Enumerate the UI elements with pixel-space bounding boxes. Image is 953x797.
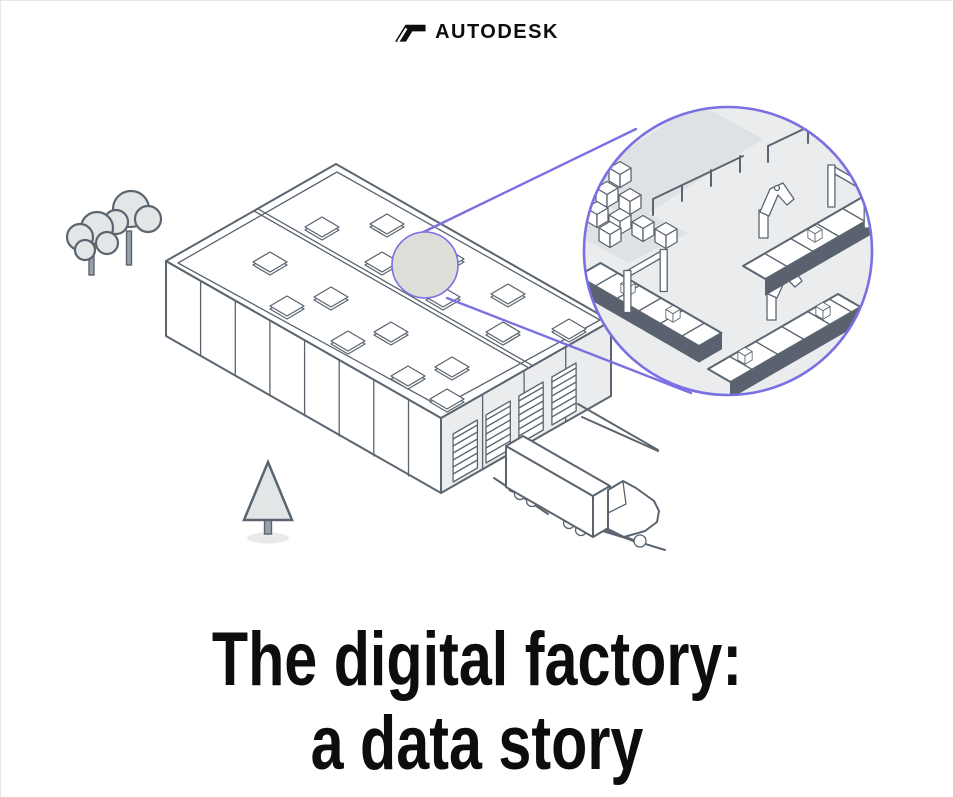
warehouse-building [165, 163, 612, 494]
gantry-frame [623, 248, 668, 314]
truck-cab [607, 480, 660, 538]
dock-doors [452, 362, 577, 483]
ground-lines [493, 403, 666, 551]
conveyor-belt [584, 262, 723, 363]
page-title: The digital factory: a data story [106, 618, 849, 786]
detail-magnifier [582, 105, 874, 397]
conveyor-belt [707, 293, 862, 395]
header-logo: AUTODESK [1, 21, 953, 44]
highlight-spot [391, 231, 459, 299]
factory-illustration [65, 105, 874, 551]
connector-lines [401, 127, 693, 395]
magnifier-ring [582, 105, 874, 397]
pine-tree [242, 458, 294, 544]
conveyor-belt [742, 192, 872, 296]
autodesk-wordmark: AUTODESK [435, 21, 559, 43]
title-line-2: a data story [310, 701, 644, 786]
title-line-1: The digital factory: [211, 617, 743, 702]
autodesk-mark-icon [395, 24, 426, 43]
deciduous-trees [65, 189, 163, 276]
semi-truck [505, 435, 660, 548]
robot-arm [758, 182, 795, 239]
